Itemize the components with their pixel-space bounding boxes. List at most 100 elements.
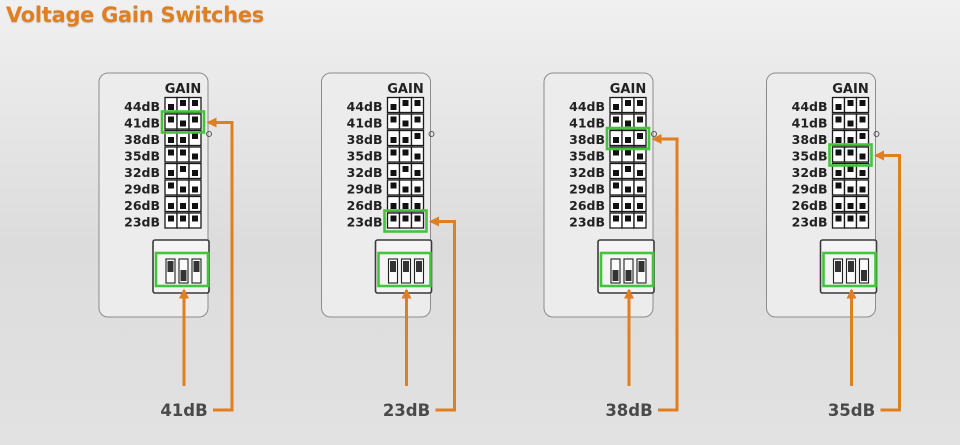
switch-dot: [402, 100, 409, 106]
switch-dot: [625, 120, 631, 127]
gain-row-label: 29dB: [347, 182, 383, 197]
switch-dot: [625, 186, 631, 193]
dip-highlight: [599, 251, 655, 288]
switch-dot: [180, 166, 186, 172]
switch-dot: [390, 203, 397, 209]
gain-row-label: 32dB: [792, 165, 828, 180]
port-notch: [873, 131, 880, 137]
gain-row-label: 41dB: [347, 116, 383, 131]
switch-dot: [625, 166, 631, 172]
switch-dot: [402, 137, 409, 143]
arrow-to-row: [206, 117, 234, 412]
switch-dot: [847, 137, 854, 143]
switch-dot: [402, 120, 409, 127]
dip-knob: [861, 270, 867, 281]
switch-dot: [613, 215, 619, 222]
port-notch: [428, 131, 435, 137]
gain-row-label: 41dB: [124, 116, 160, 131]
switch-dot: [625, 203, 631, 209]
switch-dot: [613, 182, 619, 189]
switch-dot: [168, 149, 174, 156]
switch-dot: [847, 186, 854, 193]
switch-dot: [835, 215, 842, 222]
switch-dot: [625, 137, 631, 143]
switch-dot: [859, 133, 866, 139]
switch-dot: [192, 133, 198, 139]
switch-dot: [192, 116, 198, 123]
gain-header: GAIN: [610, 82, 646, 97]
gain-row-label: 32dB: [347, 165, 383, 180]
switch-dot: [180, 137, 186, 143]
switch-dot: [402, 215, 409, 222]
switch-dot: [192, 170, 198, 176]
gain-row-label: 26dB: [569, 198, 605, 213]
switch-dot: [847, 215, 854, 222]
gain-row-label: 35dB: [792, 149, 828, 164]
switch-dot: [835, 203, 842, 209]
arrow-to-row: [429, 216, 456, 412]
switch-dot: [859, 100, 866, 106]
gain-row-label: 35dB: [569, 149, 605, 164]
switch-dot: [168, 104, 174, 110]
switch-dot: [390, 116, 397, 123]
dip-knob: [193, 261, 200, 272]
row-highlight: [828, 143, 873, 167]
switch-dot: [859, 186, 866, 193]
gain-row-label: 35dB: [347, 149, 383, 164]
row-highlight: [160, 110, 206, 134]
gain-row-label: 29dB: [792, 182, 828, 197]
arrow-to-row: [874, 150, 901, 412]
switch-dot: [180, 149, 186, 156]
switch-dot: [859, 116, 866, 123]
gain-row-label: 38dB: [124, 132, 160, 147]
gain-row-label: 23dB: [792, 215, 828, 230]
dip-highlight: [154, 251, 210, 288]
switch-dot: [625, 149, 631, 156]
dip-highlight: [822, 251, 877, 288]
switch-dot: [847, 149, 854, 156]
switch-dot: [835, 116, 842, 123]
switch-dot: [637, 215, 643, 222]
switch-dot: [390, 182, 397, 189]
switch-dot: [168, 215, 174, 222]
switch-dot: [414, 186, 421, 193]
switch-dot: [835, 170, 842, 176]
gain-row-label: 44dB: [569, 99, 605, 114]
page-title: Voltage Gain Switches: [6, 3, 264, 27]
gain-row-label: 23dB: [569, 215, 605, 230]
switch-dot: [402, 166, 409, 172]
dip-knob: [612, 270, 619, 281]
switch-dot: [402, 203, 409, 209]
gain-row-label: 44dB: [347, 99, 383, 114]
switch-dot: [402, 149, 409, 156]
switch-dot: [390, 170, 397, 176]
gain-header: GAIN: [832, 82, 868, 97]
switch-dot: [168, 137, 174, 143]
switch-dot: [192, 203, 198, 209]
switch-dot: [613, 170, 619, 176]
dip-knob: [835, 261, 841, 272]
switch-dot: [414, 100, 421, 106]
switch-dot: [180, 186, 186, 193]
port-notch: [206, 131, 212, 137]
switch-dot: [835, 182, 842, 189]
arrow-to-row: [651, 134, 679, 412]
switch-dot: [835, 137, 842, 143]
switch-dot: [613, 104, 619, 110]
dip-knob: [848, 261, 854, 272]
switch-dot: [637, 153, 643, 160]
gain-row-label: 38dB: [792, 132, 828, 147]
row-highlight: [383, 209, 428, 233]
switch-dot: [859, 203, 866, 209]
switch-dot: [414, 215, 421, 222]
switch-dot: [192, 100, 198, 106]
switch-dot: [390, 137, 397, 143]
switch-dot: [625, 215, 631, 222]
switch-dot: [637, 186, 643, 193]
gain-row-label: 32dB: [569, 165, 605, 180]
